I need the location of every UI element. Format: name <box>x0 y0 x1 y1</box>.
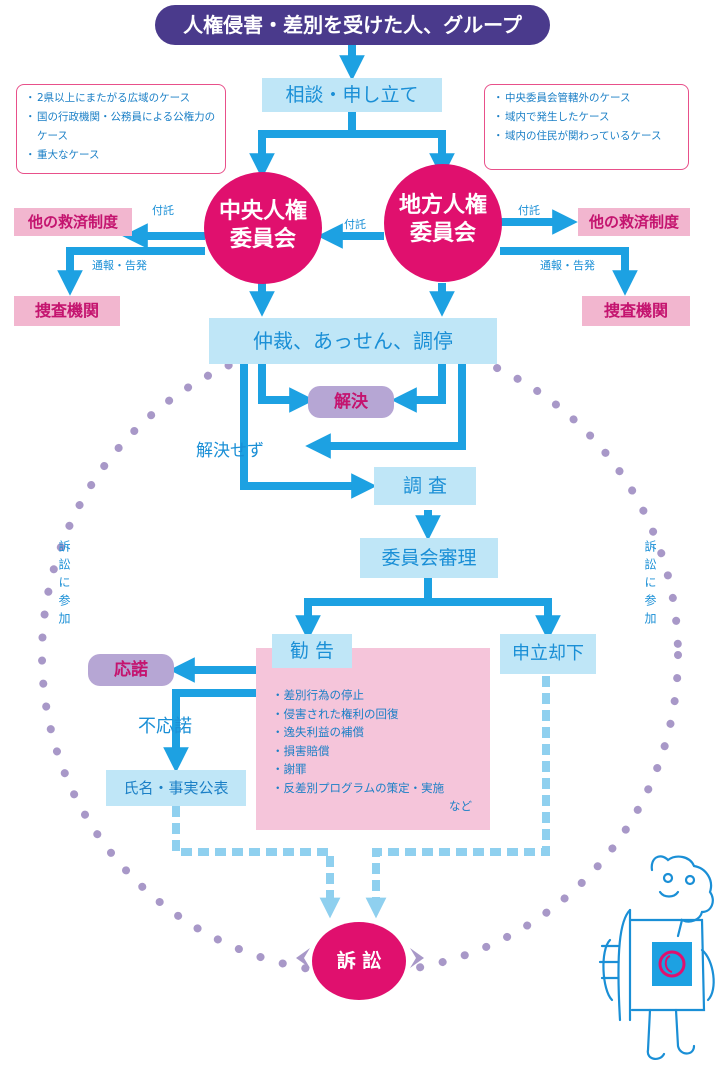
remedy-item: 差別行為の停止 <box>272 686 480 705</box>
refer-mid-label: 付託 <box>344 218 366 231</box>
investigation-org-left: 捜査機関 <box>14 296 120 326</box>
dashed-dismissal-lawsuit <box>365 676 550 919</box>
local-line1: 地方人権 <box>398 193 487 218</box>
committee-review-box: 委員会審理 <box>360 538 498 578</box>
arrow-central-police-left <box>57 247 205 296</box>
unresolved-label: 解決せず <box>196 441 264 461</box>
note-right-item: 域内の住民が関わっているケース <box>493 127 682 146</box>
report-left-label: 通報・告発 <box>92 259 147 272</box>
lawsuit-circle: 訴 訟 <box>312 922 406 1000</box>
investigation-box: 調 査 <box>374 467 476 505</box>
mascot-sign <box>652 942 692 986</box>
affected-people-title: 人権侵害・差別を受けた人、グループ <box>155 5 550 45</box>
remedy-item: 反差別プログラムの策定・実施 <box>272 779 480 798</box>
local-human-rights-committee: 地方人権 委員会 <box>384 164 502 282</box>
resolved-badge: 解決 <box>308 386 394 418</box>
non-accept-label: 不応諾 <box>138 716 192 737</box>
remedies-etc: など <box>449 799 472 813</box>
central-jurisdiction-note: 2県以上にまたがる広域のケース 国の行政機関・公務員による公権力のケース 重大な… <box>16 84 226 174</box>
publish-name-facts-box: 氏名・事実公表 <box>106 770 246 806</box>
mascot-illustration <box>598 855 715 1060</box>
dashed-publish-lawsuit <box>172 806 341 919</box>
note-right-item: 域内で発生したケース <box>493 108 682 127</box>
central-human-rights-committee: 中央人権 委員会 <box>204 172 322 284</box>
remedy-item: 謝罪 <box>272 760 480 779</box>
note-left-item: 重大なケース <box>25 146 219 165</box>
arrow-mediation-resolved-left <box>258 364 315 413</box>
note-right-item: 中央委員会管轄外のケース <box>493 89 682 108</box>
mediation-box: 仲裁、あっせん、調停 <box>209 318 497 364</box>
note-left-item: 2県以上にまたがる広域のケース <box>25 89 219 108</box>
arrow-consult-branch <box>249 130 455 179</box>
remedy-item: 逸失利益の補償 <box>272 723 480 742</box>
refer-right-label: 付託 <box>518 204 540 217</box>
accept-badge: 応諾 <box>88 654 174 686</box>
lawsuit-left-chevron <box>296 948 310 968</box>
central-line1: 中央人権 <box>218 199 307 224</box>
dismissal-box: 申立却下 <box>500 634 596 674</box>
local-line2: 委員会 <box>409 221 476 246</box>
arrow-recommend-publish <box>163 689 256 773</box>
investigation-org-right: 捜査機関 <box>582 296 690 326</box>
remedies-panel: 差別行為の停止 侵害された権利の回復 逸失利益の補償 損害賠償 謝罪 反差別プロ… <box>256 648 490 830</box>
arrow-mediation-unresolved <box>305 364 466 459</box>
note-left-item: 国の行政機関・公務員による公権力のケース <box>25 108 219 146</box>
lawsuit-participation-left: 訴訟に参加 <box>57 540 71 630</box>
refer-left-label: 付託 <box>152 204 174 217</box>
other-relief-right: 他の救済制度 <box>578 208 690 236</box>
arrow-local-police-right <box>500 247 638 296</box>
other-relief-left: 他の救済制度 <box>14 208 132 236</box>
central-line2: 委員会 <box>229 227 296 252</box>
remedy-item: 損害賠償 <box>272 742 480 761</box>
lawsuit-participation-right: 訴訟に参加 <box>643 540 657 630</box>
arrow-mediation-investigation <box>240 364 377 499</box>
remedy-item: 侵害された権利の回復 <box>272 705 480 724</box>
report-right-label: 通報・告発 <box>540 259 595 272</box>
arrow-mediation-resolved-right <box>391 364 446 413</box>
recommendation-box: 勧 告 <box>272 634 352 668</box>
consultation-box: 相談・申し立て <box>262 78 442 112</box>
local-jurisdiction-note: 中央委員会管轄外のケース 域内で発生したケース 域内の住民が関わっているケース <box>484 84 689 170</box>
lawsuit-right-chevron <box>410 948 424 968</box>
arrow-review-branch <box>295 598 561 641</box>
